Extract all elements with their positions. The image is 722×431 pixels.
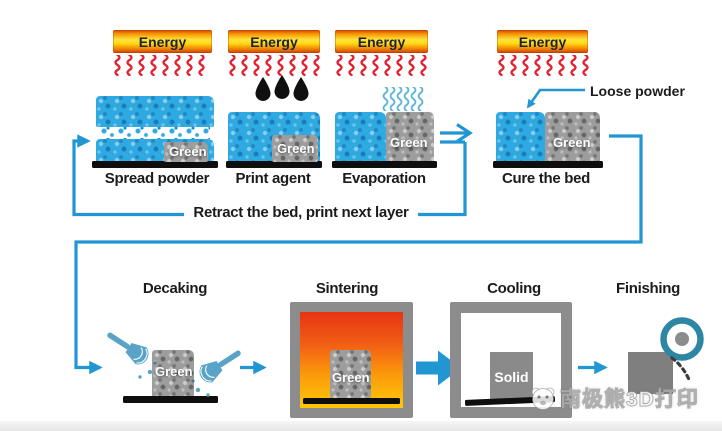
- watermark-text: 南极熊3D打印: [560, 388, 699, 412]
- sintering-furnace: Green: [290, 302, 413, 418]
- green-part-label: Green: [390, 135, 428, 150]
- energy-label: Energy: [250, 33, 298, 50]
- energy-label: Energy: [518, 33, 567, 50]
- build-plate: [92, 161, 218, 168]
- green-part-label: Green: [332, 370, 370, 385]
- heat-waves-icon: [336, 55, 427, 76]
- build-plate: [123, 396, 218, 403]
- green-part-block: [164, 142, 208, 162]
- retract-loop-line: [72, 134, 467, 217]
- green-part-block: [545, 112, 600, 162]
- energy-bar: Energy: [497, 30, 588, 53]
- solid-part-block: Solid: [490, 352, 533, 402]
- polishing-roller-icon: [660, 317, 704, 384]
- stage-caption-evaporation: Evaporation: [342, 170, 426, 187]
- stage-caption-decaking: Decaking: [142, 280, 208, 297]
- bottom-edge-strip: [0, 421, 722, 431]
- vapor-waves-icon: [382, 87, 424, 111]
- loose-powder-label: Loose powder: [590, 83, 685, 99]
- heat-waves-icon: [498, 55, 589, 76]
- stage-caption-cure-the-bed: Cure the bed: [501, 170, 591, 187]
- watermark: 南极熊3D打印: [527, 383, 699, 413]
- green-part-block: [272, 135, 318, 162]
- heat-waves-icon: [114, 55, 205, 76]
- build-plate: [226, 161, 322, 168]
- double-arrow-head: [456, 123, 473, 143]
- green-part-label: Green: [155, 364, 193, 379]
- powder-layer-top: [96, 96, 214, 127]
- to-postprocess-line: [74, 134, 643, 375]
- binder-droplets-icon: [255, 75, 309, 101]
- green-part-label: Green: [169, 144, 207, 159]
- retract-label: Retract the bed, print next layer: [148, 204, 454, 222]
- build-plate: [493, 161, 603, 168]
- energy-bar: Energy: [228, 30, 320, 53]
- energy-bar: Energy: [113, 30, 212, 53]
- green-part-label: Green: [553, 135, 591, 150]
- brush-icon: [191, 348, 247, 397]
- stage-caption-print-agent: Print agent: [235, 170, 311, 187]
- bear-logo-icon: [531, 387, 555, 410]
- brush-icon: [101, 330, 157, 379]
- cooling-chamber: Solid: [450, 302, 572, 418]
- energy-label: Energy: [357, 33, 406, 50]
- sintering-to-cooling-block-arrow: [416, 350, 461, 386]
- stage-caption-cooling: Cooling: [487, 280, 541, 297]
- solid-part-label: Solid: [494, 369, 529, 385]
- green-part-block: [152, 350, 194, 397]
- green-part-block: [386, 112, 434, 162]
- loose-powder-block: [496, 112, 545, 162]
- powder-scatter: [100, 127, 210, 139]
- energy-bar: Energy: [335, 30, 428, 53]
- stage-caption-finishing: Finishing: [616, 280, 680, 297]
- stage-caption-spread-powder: Spread powder: [104, 170, 210, 187]
- powder-bed: [335, 112, 386, 162]
- green-part-block: [330, 350, 371, 398]
- furnace-plate: [303, 398, 400, 404]
- heat-waves-icon: [229, 55, 320, 76]
- stage-caption-sintering: Sintering: [315, 280, 379, 297]
- green-part-label: Green: [277, 141, 315, 156]
- build-plate: [332, 161, 437, 168]
- energy-label: Energy: [138, 33, 187, 50]
- loose-powder-callout-line: [526, 88, 585, 109]
- finished-part-block: [628, 352, 673, 394]
